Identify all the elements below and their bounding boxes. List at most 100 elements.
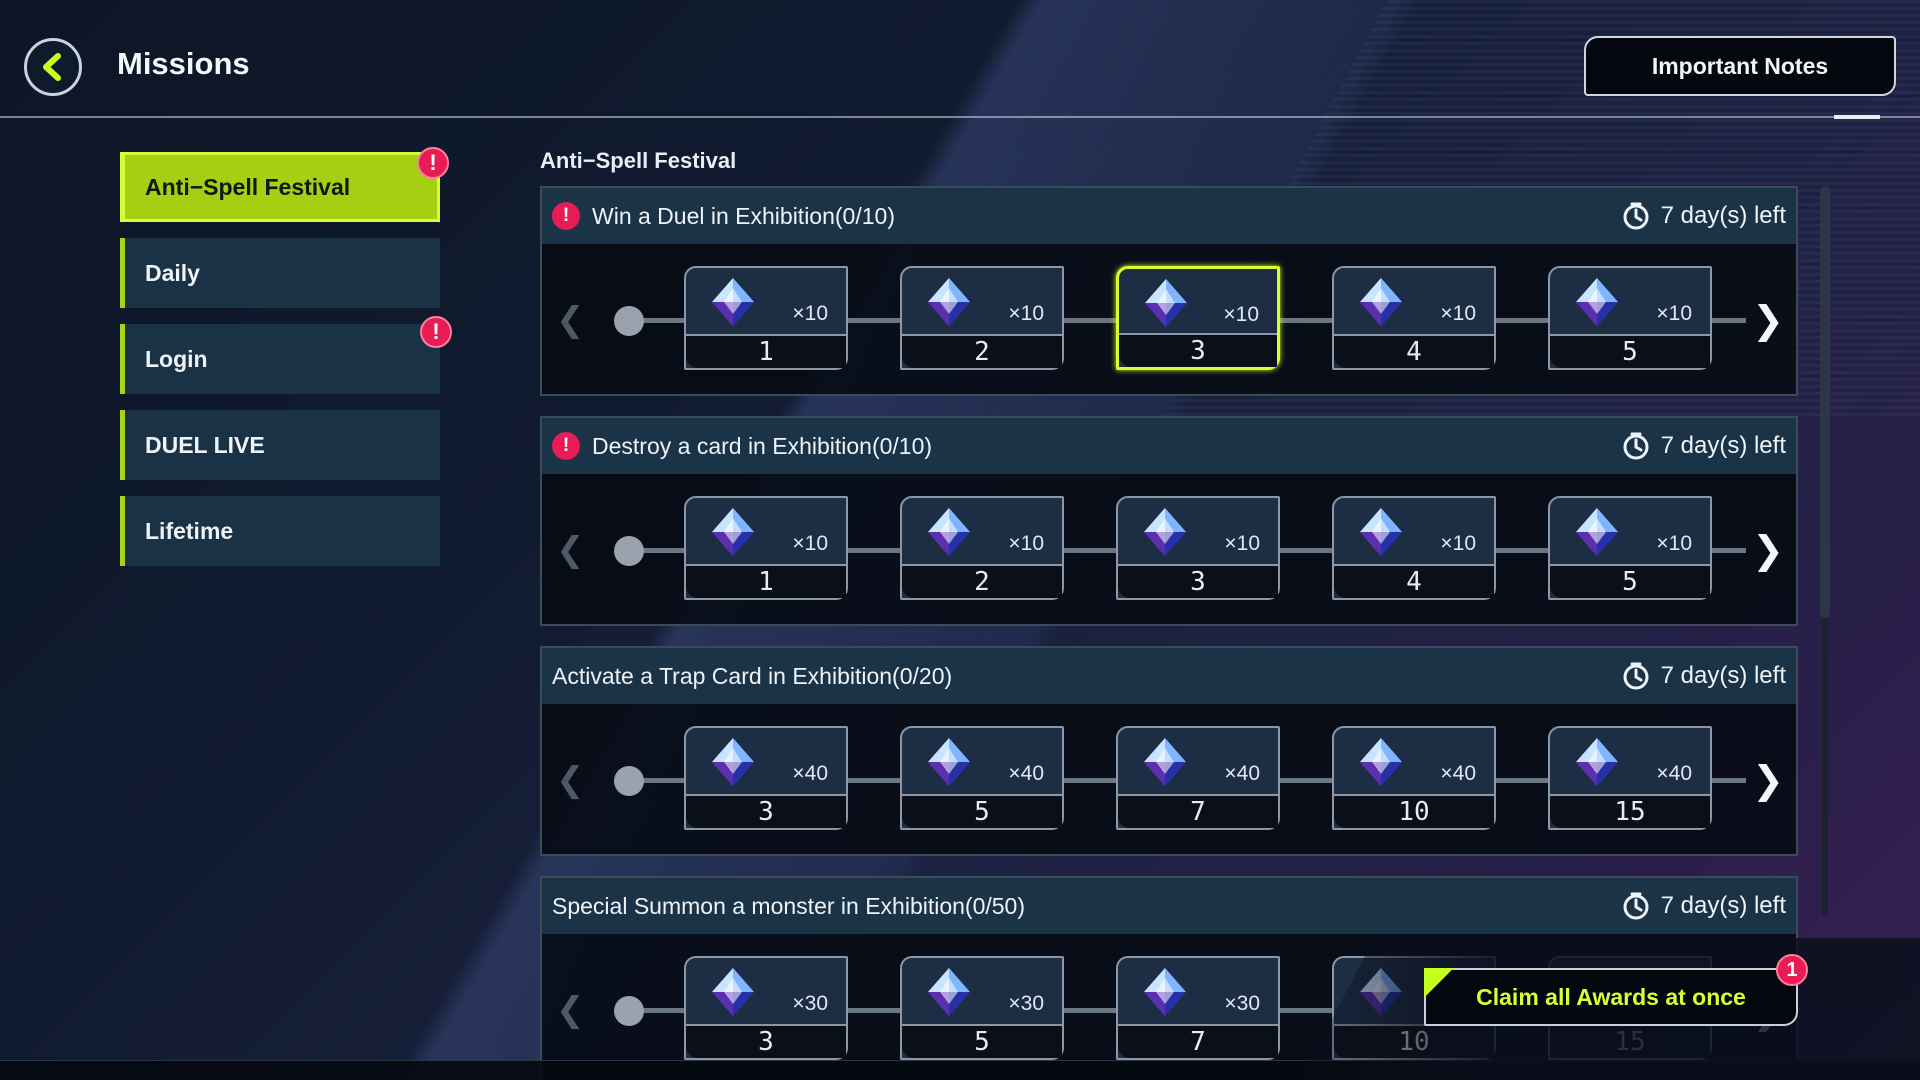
reward-tile-top: ×40 (1550, 728, 1710, 796)
sidebar-item-label: Lifetime (145, 517, 234, 544)
alert-icon: ! (552, 432, 580, 460)
reward-quantity: ×10 (1223, 303, 1259, 326)
reward-step: 3 (1118, 564, 1278, 598)
stopwatch-icon (1623, 662, 1649, 690)
sidebar-item-label: DUEL LIVE (145, 431, 265, 458)
chevron-left-icon[interactable]: ❮ (556, 301, 585, 339)
section-title: Anti−Spell Festival (540, 148, 737, 173)
sidebar-item-label: Anti−Spell Festival (145, 173, 351, 200)
reward-tile-top: ×30 (1118, 958, 1278, 1026)
reward-quantity: ×40 (1656, 762, 1692, 785)
reward-tile-top: ×40 (1118, 728, 1278, 796)
reward-step: 5 (902, 794, 1062, 828)
scrollbar-thumb[interactable] (1820, 186, 1830, 618)
sidebar-item-lifetime[interactable]: Lifetime (120, 496, 440, 566)
reward-quantity: ×10 (792, 302, 828, 325)
reward-quantity: ×40 (1224, 762, 1260, 785)
progress-start-dot (614, 306, 644, 336)
chevron-left-icon[interactable]: ❮ (556, 991, 585, 1029)
crystal-gem-icon (1145, 279, 1187, 327)
reward-tile-top: ×40 (686, 728, 846, 796)
mission-title-group: Special Summon a monster in Exhibition(0… (552, 893, 1025, 920)
chevron-right-icon[interactable]: ❯ (1752, 530, 1784, 572)
mission-title-group: !Win a Duel in Exhibition(0/10) (552, 202, 895, 230)
back-button[interactable] (24, 38, 82, 96)
reward-tile-top: ×10 (1118, 498, 1278, 566)
page-title: Missions (117, 46, 250, 81)
crystal-gem-icon (1360, 508, 1402, 556)
chevron-left-icon[interactable]: ❮ (556, 531, 585, 569)
claim-all-button[interactable]: Claim all Awards at once 1 (1424, 954, 1808, 1026)
crystal-gem-icon (928, 968, 970, 1016)
progress-start-dot (614, 766, 644, 796)
chevron-right-icon[interactable]: ❯ (1752, 300, 1784, 342)
time-left-label: 7 day(s) left (1660, 662, 1786, 689)
reward-tile-top: ×40 (902, 728, 1062, 796)
reward-quantity: ×40 (1440, 762, 1476, 785)
reward-tile-top: ×30 (686, 958, 846, 1026)
crystal-gem-icon (1576, 508, 1618, 556)
reward-tile-top: ×10 (1334, 268, 1494, 336)
chevron-right-icon[interactable]: ❯ (1752, 760, 1784, 802)
reward-quantity: ×30 (1008, 992, 1044, 1015)
sidebar-item-label: Daily (145, 259, 200, 286)
crystal-gem-icon (1144, 968, 1186, 1016)
time-remaining: 7 day(s) left (1621, 201, 1786, 231)
crystal-gem-icon (1360, 278, 1402, 326)
claim-count-badge: 1 (1776, 954, 1808, 986)
stopwatch-icon (1623, 892, 1649, 920)
mission-card: Activate a Trap Card in Exhibition(0/20)… (540, 646, 1798, 856)
reward-quantity: ×10 (792, 532, 828, 555)
reward-tile-top: ×10 (686, 498, 846, 566)
chevron-left-icon[interactable]: ❮ (556, 761, 585, 799)
reward-step: 1 (686, 334, 846, 368)
crystal-gem-icon (928, 278, 970, 326)
important-notes-button[interactable]: Important Notes (1584, 36, 1896, 96)
claim-accent-corner (1424, 968, 1454, 998)
reward-tile-top: ×10 (1119, 269, 1277, 337)
stopwatch-icon (1623, 202, 1649, 230)
sidebar-item-duel-live[interactable]: DUEL LIVE (120, 410, 440, 480)
sidebar-item-anti-spell-festival[interactable]: Anti−Spell Festival! (120, 147, 449, 222)
sidebar-item-login[interactable]: Login! (120, 316, 452, 394)
time-remaining: 7 day(s) left (1621, 431, 1786, 461)
crystal-gem-icon (712, 738, 754, 786)
reward-step: 1 (686, 564, 846, 598)
mission-card: !Win a Duel in Exhibition(0/10) 7 day(s) … (540, 186, 1798, 396)
mission-title: Destroy a card in Exhibition(0/10) (592, 432, 933, 459)
reward-step: 5 (1550, 564, 1710, 598)
reward-tile-top: ×10 (1334, 498, 1494, 566)
sidebar-item-daily[interactable]: Daily (120, 238, 440, 308)
alert-icon: ! (552, 202, 580, 230)
mission-title: Special Summon a monster in Exhibition(0… (552, 892, 1026, 919)
reward-tile-top: ×30 (902, 958, 1062, 1026)
time-left-label: 7 day(s) left (1660, 202, 1786, 229)
time-left-label: 7 day(s) left (1660, 892, 1786, 919)
reward-quantity: ×10 (1008, 302, 1044, 325)
mission-card: ! Destroy a card in Exhibition(0/10) 7 day… (540, 416, 1798, 626)
reward-tile-top: ×10 (902, 268, 1062, 336)
crystal-gem-icon (1144, 738, 1186, 786)
sidebar-item-label: Login (145, 345, 208, 372)
